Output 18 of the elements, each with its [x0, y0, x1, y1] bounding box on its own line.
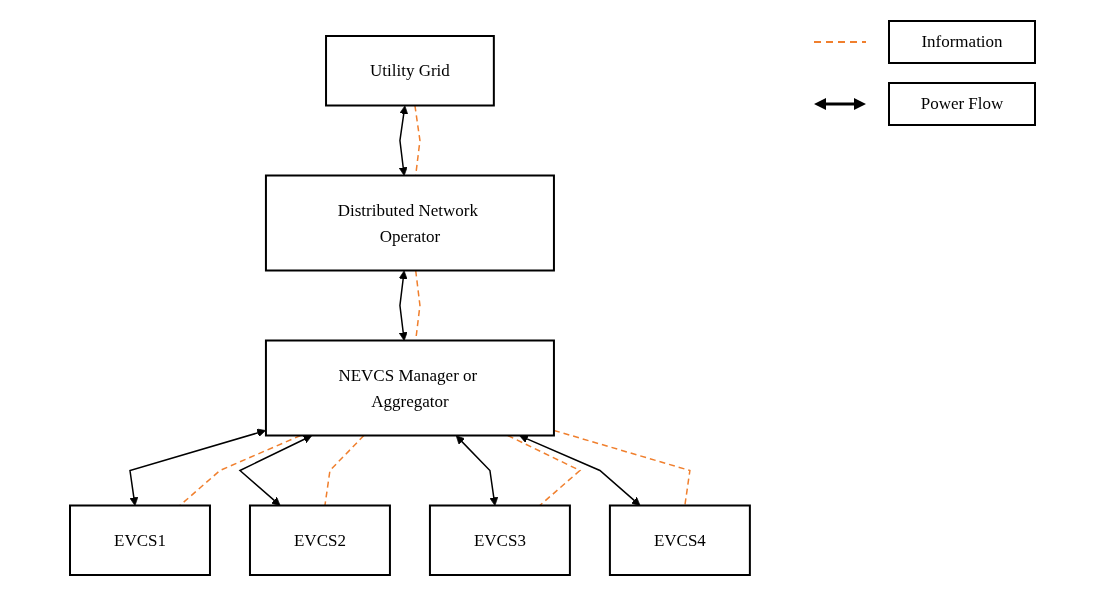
connector: [553, 429, 691, 506]
node-box: Distributed Network Operator: [265, 174, 555, 271]
node-box: NEVCS Manager or Aggregator: [265, 339, 555, 436]
arrow: [238, 434, 313, 506]
node-box: EVCS1: [69, 504, 212, 576]
node-box: EVCS3: [429, 504, 571, 576]
connector: [507, 434, 582, 506]
arrow: [519, 434, 641, 506]
connector: [324, 434, 365, 506]
arrow: [398, 270, 408, 341]
arrow: [398, 105, 409, 176]
legend-label: Information: [888, 20, 1036, 64]
arrow: [455, 434, 499, 506]
node-box: Utility Grid: [325, 34, 495, 106]
node-box: EVCS2: [249, 504, 391, 576]
node-box: EVCS4: [608, 504, 751, 576]
legend-label: Power Flow: [888, 82, 1036, 126]
arrow: [129, 428, 266, 506]
